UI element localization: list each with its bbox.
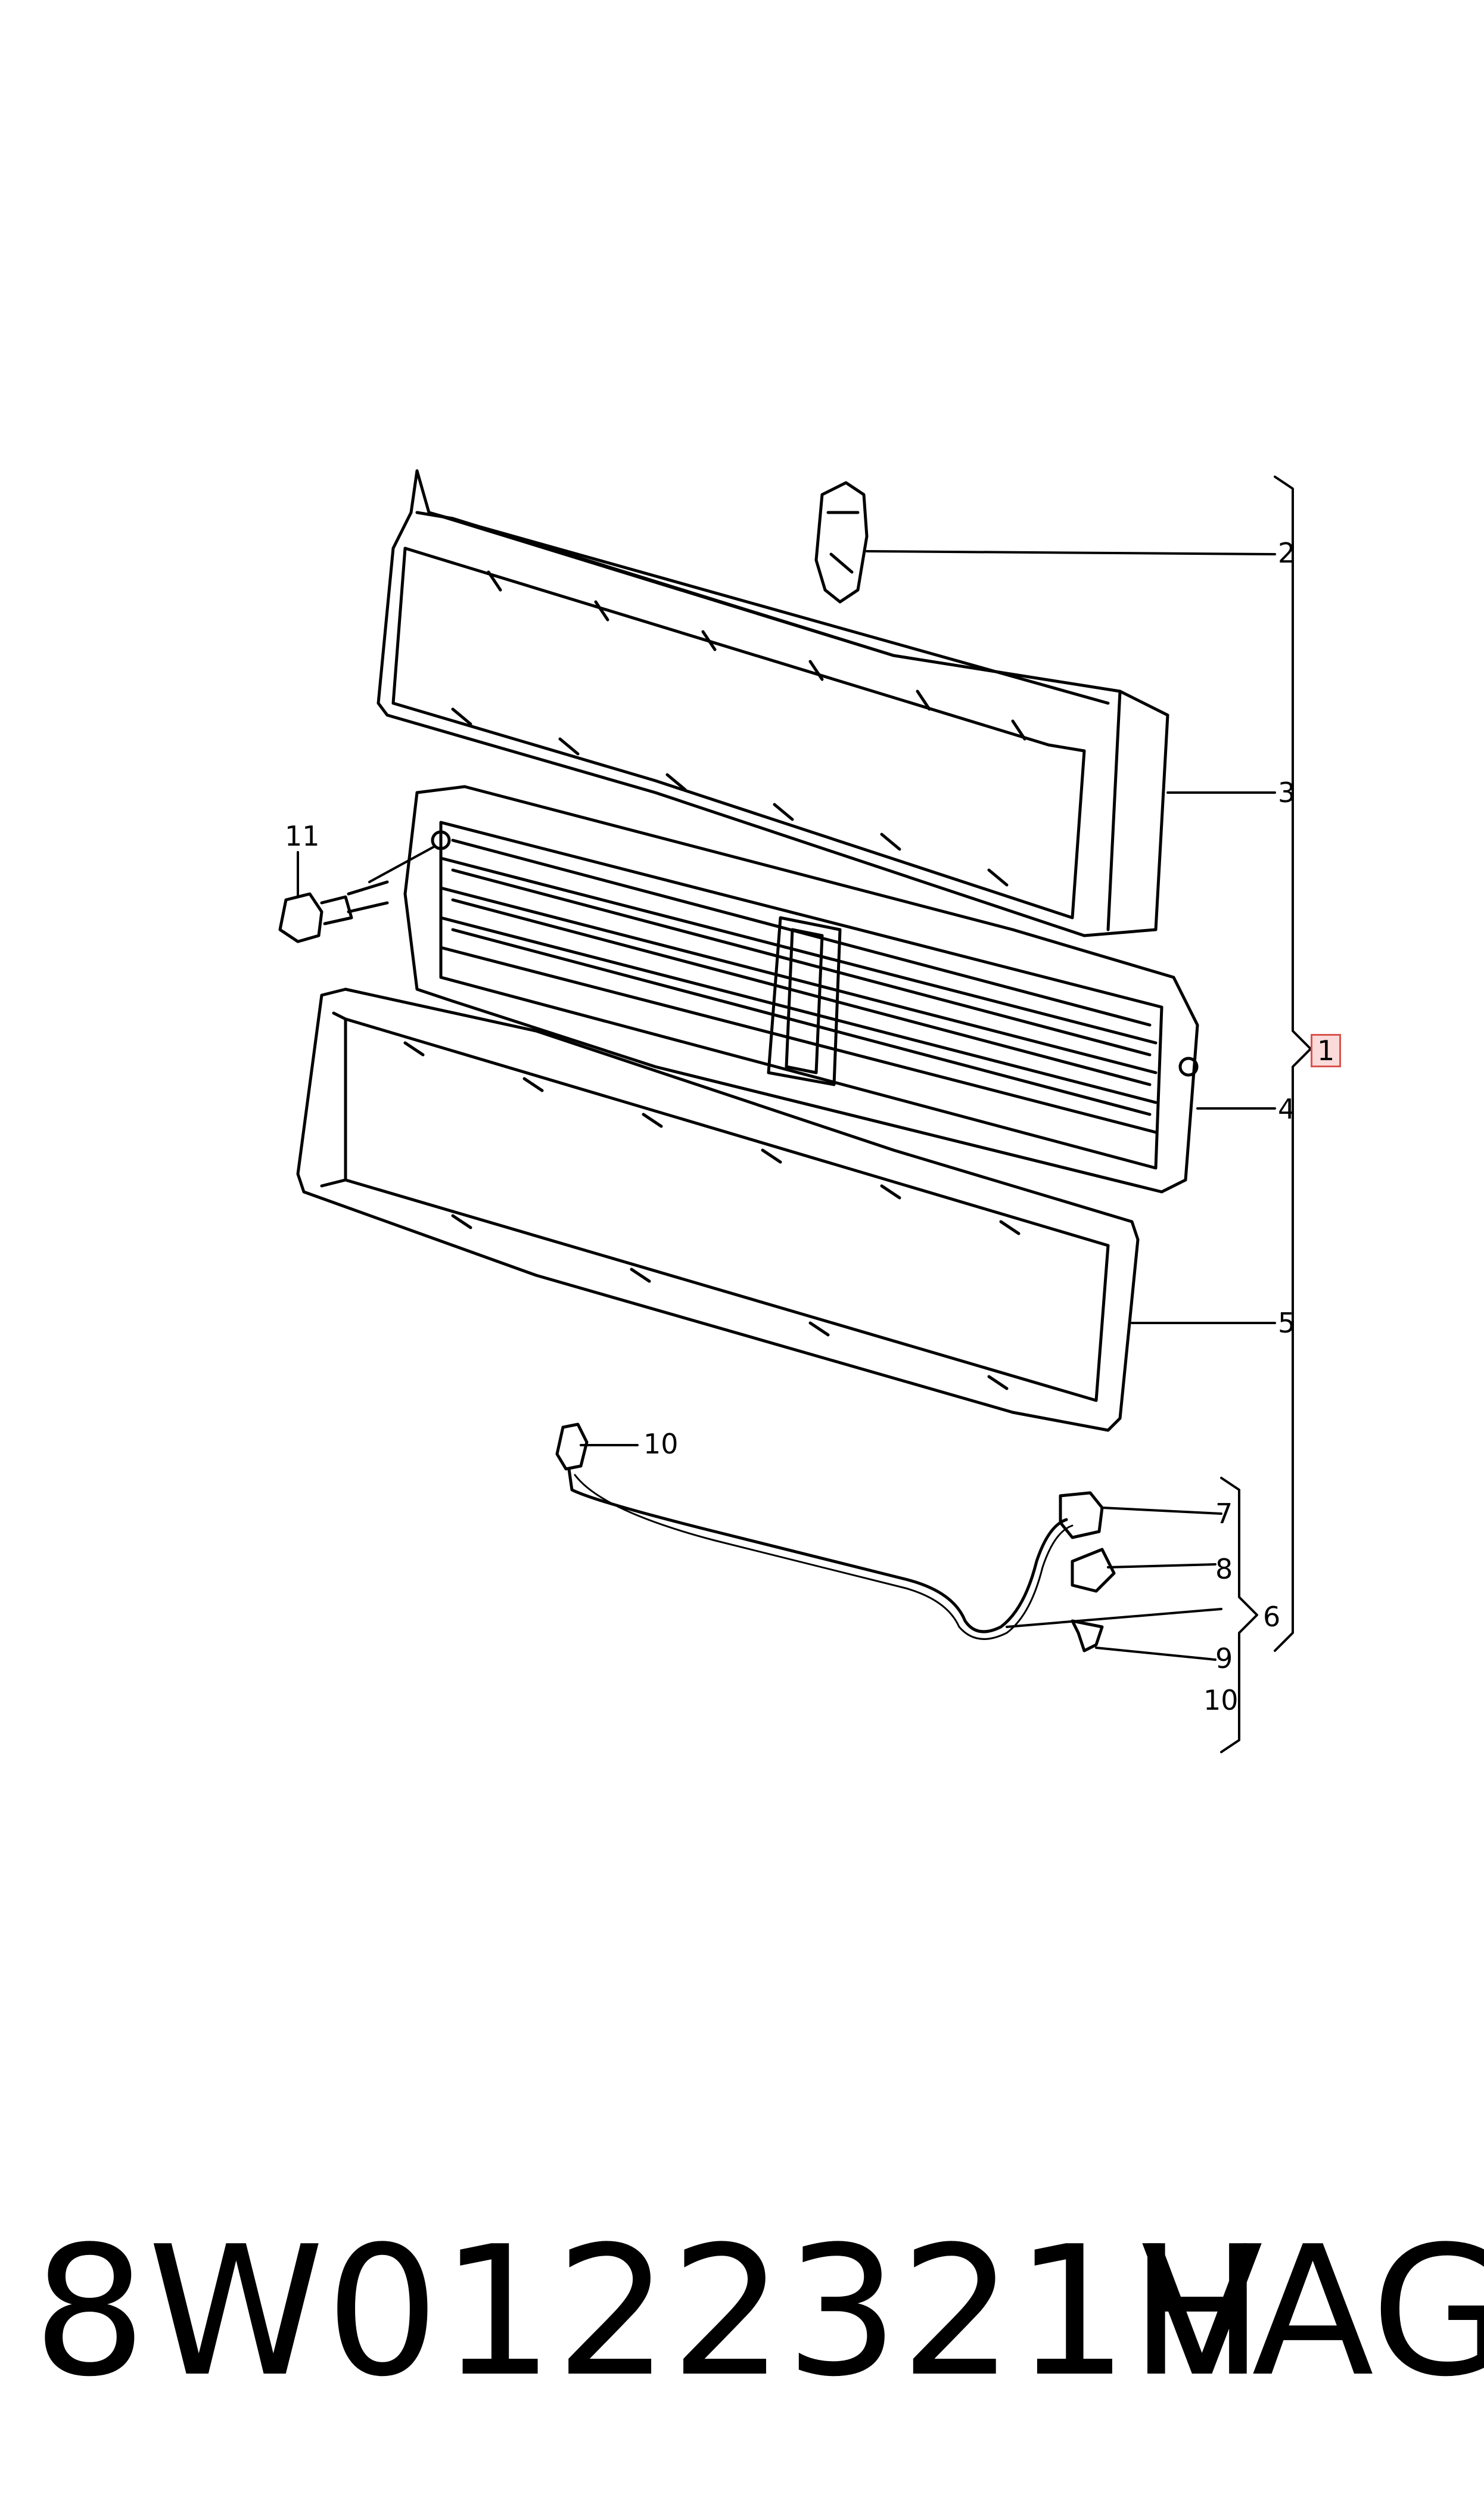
- brand-label: VAG: [1141, 2208, 1484, 2416]
- bolt-part: [278, 845, 436, 943]
- callout-3[interactable]: 3: [1278, 776, 1296, 809]
- callout-9[interactable]: 9: [1215, 1642, 1233, 1675]
- part-number-label: 8W0122321H: [33, 2208, 1266, 2416]
- callout-11[interactable]: 11: [285, 820, 320, 852]
- callout-10-sub[interactable]: 10: [1203, 1684, 1239, 1716]
- callout-7[interactable]: 7: [1215, 1498, 1233, 1530]
- group-bracket-sub: [1220, 1477, 1258, 1753]
- callout-4[interactable]: 4: [1278, 1093, 1296, 1125]
- callout-10-wire[interactable]: 10: [643, 1428, 679, 1460]
- wiring-harness: [555, 1422, 1222, 1661]
- callout-2[interactable]: 2: [1278, 537, 1296, 569]
- lower-air-guide-frame: [296, 987, 1140, 1432]
- upper-air-guide-frame: [377, 469, 1169, 937]
- leader-lines: [1131, 791, 1276, 1324]
- callout-1[interactable]: 1: [1311, 1034, 1342, 1067]
- callout-5[interactable]: 5: [1278, 1307, 1296, 1339]
- callout-6[interactable]: 6: [1263, 1601, 1281, 1633]
- group-bracket-main: [1274, 476, 1312, 1652]
- radiator-shutter-grille: [403, 785, 1199, 1194]
- bracket-part: [814, 481, 1276, 604]
- callout-8[interactable]: 8: [1215, 1553, 1233, 1585]
